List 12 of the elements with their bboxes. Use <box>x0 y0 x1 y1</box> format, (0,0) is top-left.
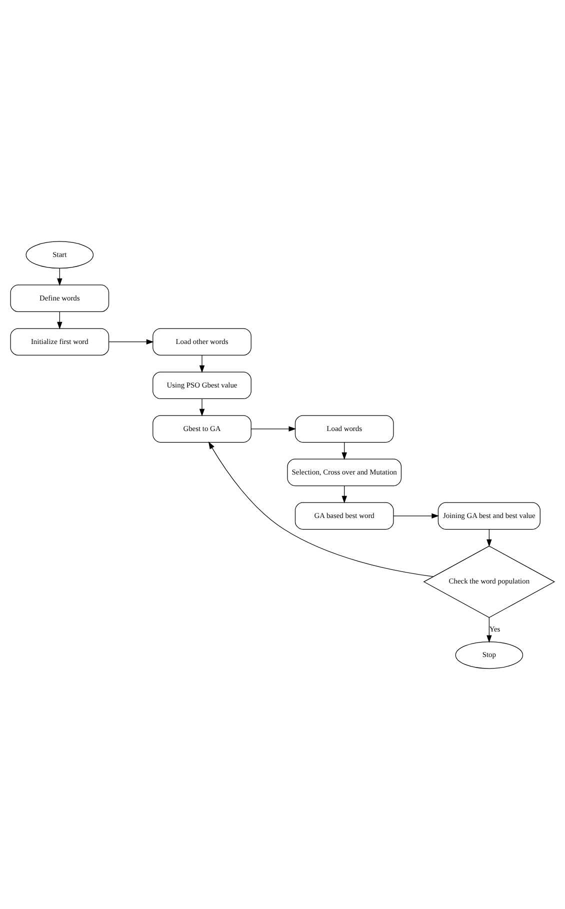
arrow <box>208 440 434 576</box>
arrow <box>57 268 62 286</box>
arrow <box>342 442 347 460</box>
arrow <box>486 528 492 546</box>
arrow <box>199 398 205 416</box>
arrow <box>108 338 154 344</box>
arrow <box>199 354 205 372</box>
arrow <box>57 311 62 329</box>
arrow <box>486 616 492 642</box>
arrow <box>393 512 440 518</box>
arrow <box>250 426 296 431</box>
arrow <box>342 485 347 503</box>
